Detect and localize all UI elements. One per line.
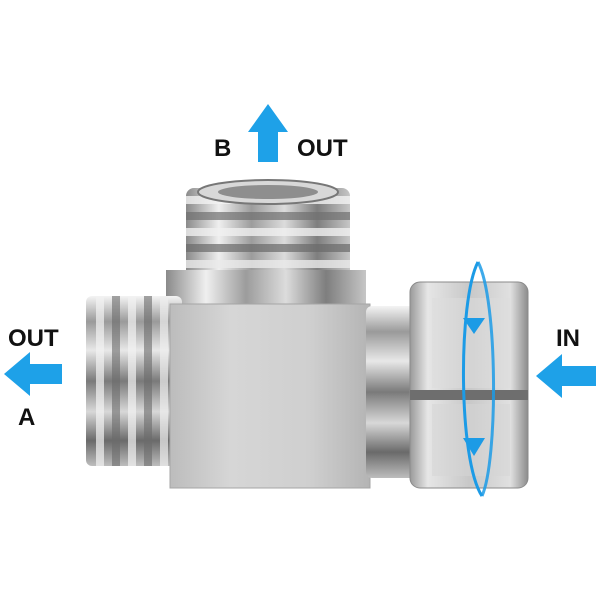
rotation-arrowhead-top xyxy=(463,318,485,334)
outlet-a-thread xyxy=(86,296,182,466)
outlet-b-out-label: OUT xyxy=(297,135,348,162)
rotation-curve xyxy=(462,261,484,497)
inlet-hex-nut xyxy=(409,281,529,489)
outlet-a-letter: A xyxy=(18,404,36,431)
inlet-collar xyxy=(366,306,422,478)
rotation-arrowhead-bottom xyxy=(463,438,485,456)
inlet-arrow-left-icon xyxy=(536,354,596,398)
arrow-left-icon xyxy=(4,352,62,396)
arrow-up-icon xyxy=(248,104,288,162)
inlet-in-label: IN xyxy=(556,325,580,352)
outlet-b-letter: B xyxy=(214,135,232,162)
outlet-b-thread xyxy=(186,179,350,280)
rotate-icon xyxy=(462,261,495,497)
outlet-a-out-label: OUT xyxy=(8,325,59,352)
valve-body xyxy=(169,303,371,489)
